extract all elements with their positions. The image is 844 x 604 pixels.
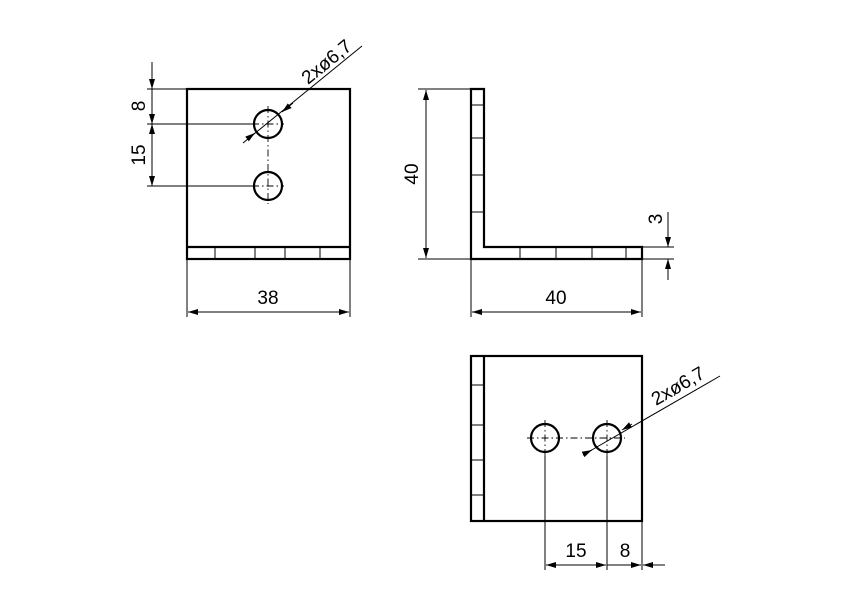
front-bend-hidden-ticks [214,248,321,258]
dim-edge-offset-bottom: 8 [620,541,631,562]
side-profile-outline [469,87,644,261]
front-hole-centerlines [252,106,284,204]
front-hole-leader [242,45,363,144]
side-view: 40 3 40 [402,87,674,317]
dim-leg-length-side: 40 [545,288,566,309]
dim-height-side: 40 [402,163,423,184]
bottom-hole-callout: 2xø6,7 [648,363,709,410]
bottom-horizontal-dimensions [544,456,665,570]
dim-top-offset: 8 [129,101,150,112]
bottom-view: 2xø6,7 15 8 [469,354,721,570]
dim-thickness-side: 3 [646,214,667,225]
front-hole-callout: 2xø6,7 [298,36,356,89]
front-vertical-dimensions [147,62,252,187]
front-width-dimension [186,259,351,317]
bottom-hole-centerlines [527,420,625,456]
front-plate-outline [185,87,352,261]
dim-hole-spacing-bottom: 15 [565,541,586,562]
side-thickness-dimension [642,212,674,280]
side-hidden-ticks [472,104,627,258]
side-length-dimension [470,259,643,317]
dim-hole-spacing-front: 15 [129,144,150,165]
bottom-bend-hidden-ticks [472,384,483,496]
dim-width-front: 38 [257,288,278,309]
bottom-hole-leader [581,375,721,458]
bottom-plate-outline [469,354,644,523]
front-view: 8 15 2xø6,7 38 [129,36,363,317]
side-height-dimension [418,88,471,260]
